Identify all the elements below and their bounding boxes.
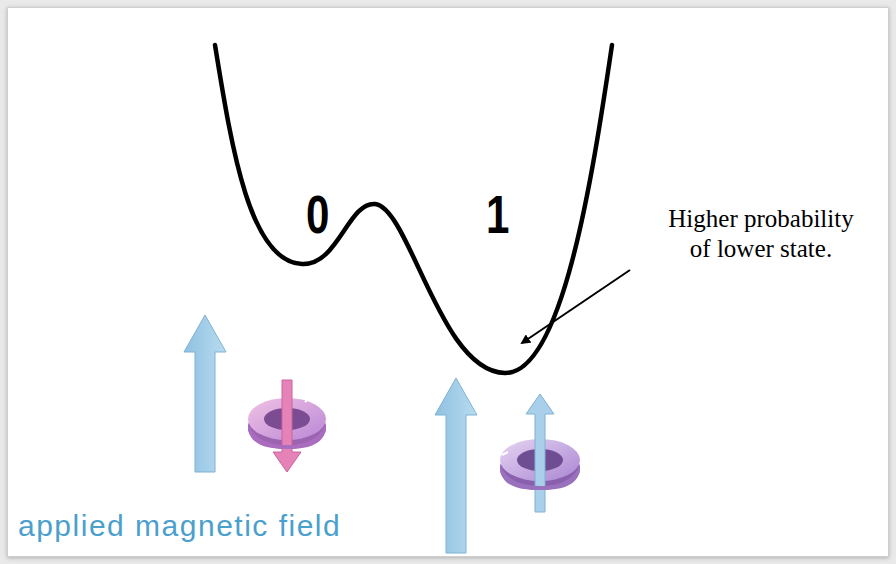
field-arrow xyxy=(184,315,226,472)
caption-label: applied magnetic field xyxy=(18,508,341,544)
spin-ring-up xyxy=(500,394,580,512)
field-arrow xyxy=(435,378,477,553)
potential-curve xyxy=(215,45,612,373)
spin-ring-down xyxy=(248,380,326,472)
state-label: 0 xyxy=(306,184,329,244)
callout-note: Higher probability of lower state. xyxy=(657,204,865,264)
leader-arrow xyxy=(522,270,630,343)
state-label: 1 xyxy=(486,184,509,244)
